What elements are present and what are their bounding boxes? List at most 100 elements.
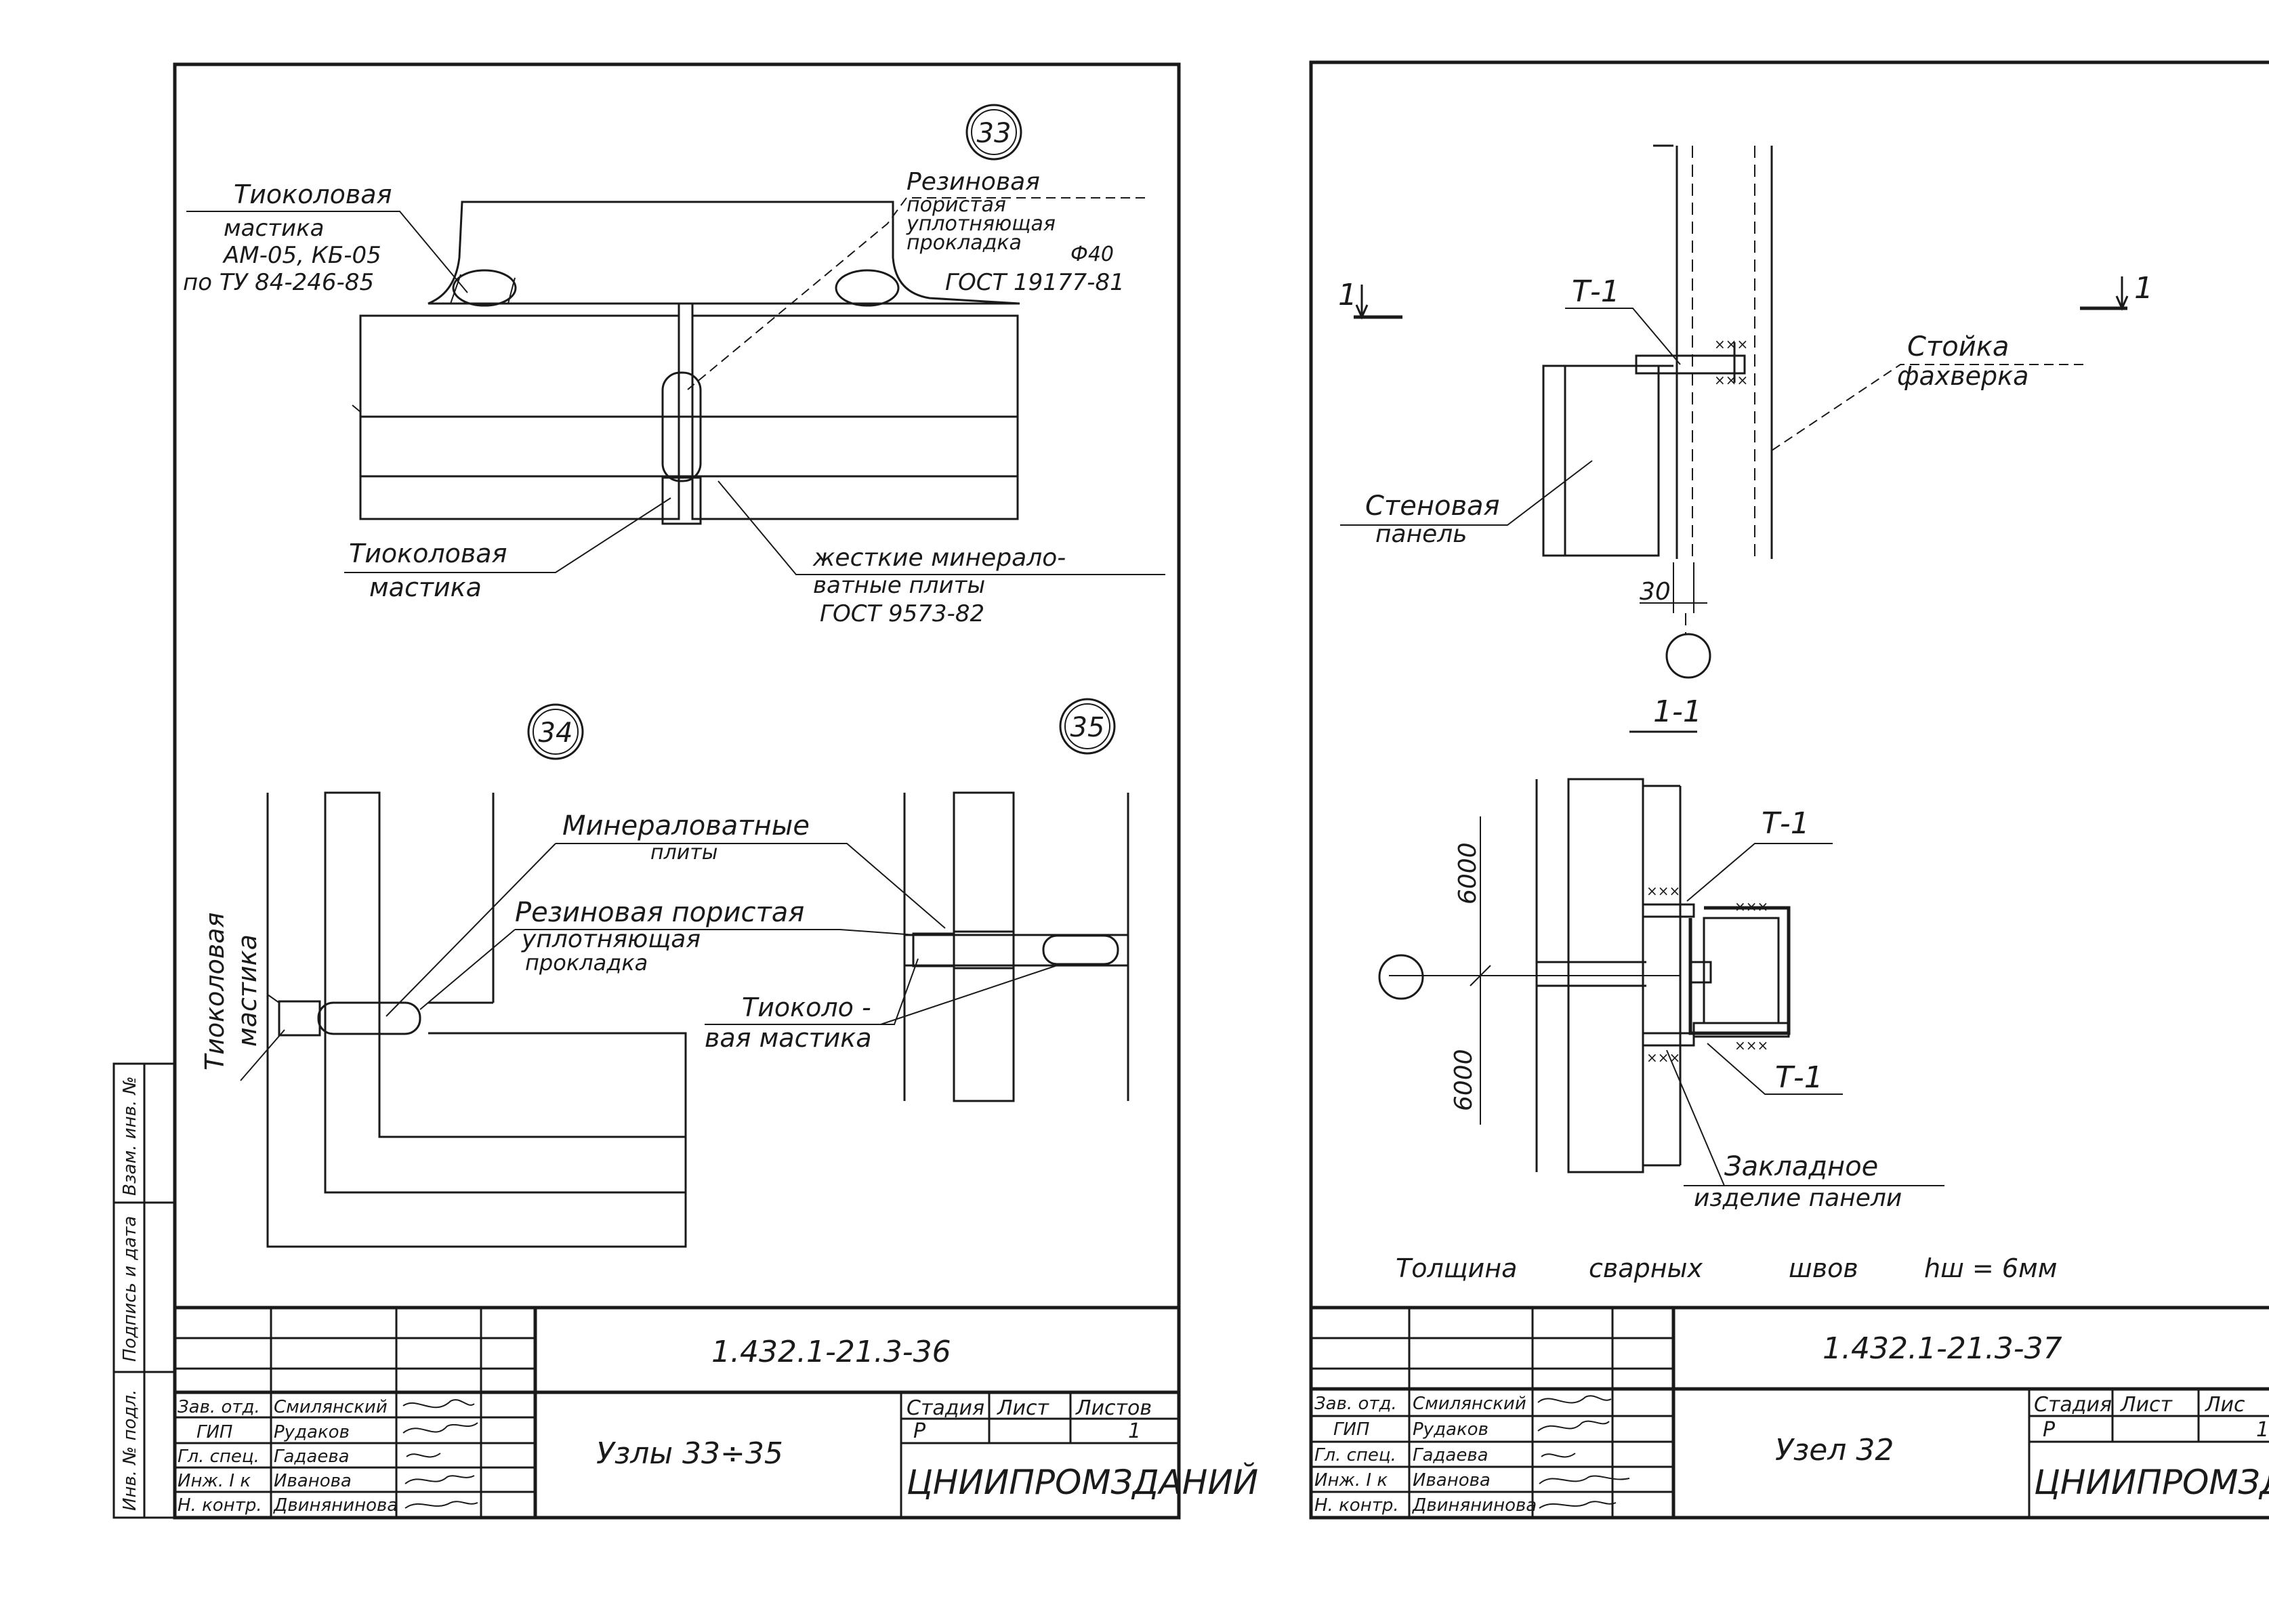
node-34-marker <box>527 703 584 760</box>
n33-thiokol-top-4: по ТУ 84-246-85 <box>183 269 374 296</box>
n33-rubber-5: Ф40 <box>1070 243 1114 266</box>
svg-text:×××: ××× <box>1714 336 1748 352</box>
n34-rubber-1: Резиновая пористая <box>515 897 804 928</box>
side-stamp: Инв. № подл. Подпись и дата Взам. инв. № <box>112 1062 176 1519</box>
node-34-number: 34 <box>539 717 573 749</box>
stamp-vzam-inv: Взам. инв. № <box>120 1076 140 1196</box>
right-sheets-value: 1 <box>2256 1418 2269 1442</box>
left-role-2: Гл. спец. <box>178 1446 259 1467</box>
left-name-4: Двинянинова <box>273 1495 398 1516</box>
left-signatures <box>402 1399 478 1509</box>
node-33: 33 Тиоколовая мастика АМ-05, КБ-05 по ТУ… <box>183 104 1165 627</box>
section-mark-left: 1 <box>1338 278 1357 312</box>
left-doc-code: 1.432.1-21.3-36 <box>711 1335 951 1369</box>
right-stage-value: Р <box>2043 1418 2056 1442</box>
n34-rubber-3: прокладка <box>525 950 648 976</box>
panel-label-1: Стеновая <box>1365 491 1500 522</box>
n35-thiokol-1: Тиоколо - <box>742 993 871 1022</box>
right-sheet-header: Лист <box>2120 1393 2173 1417</box>
right-sheet-frame <box>1309 60 2269 1520</box>
right-role-4: Н. контр. <box>1314 1495 1399 1516</box>
right-organization: ЦНИИПРОМЗДА <box>2034 1463 2269 1502</box>
n33-rubber-3: уплотняющая <box>906 212 1056 236</box>
n34-mineral-2: плиты <box>650 841 717 865</box>
stamp-inv-podl: Инв. № подл. <box>120 1390 140 1511</box>
post-label-2: фахверка <box>1897 361 2028 391</box>
svg-text:×××: ××× <box>1714 372 1748 388</box>
right-sheet: 1 1 ××× ××× Т-1 Стойка фахве <box>1309 60 2269 1520</box>
weld-note-4: hш = 6мм <box>1924 1253 2057 1283</box>
left-sheets-value: 1 <box>1128 1419 1141 1443</box>
embedded-label-2: изделие панели <box>1694 1184 1902 1212</box>
right-name-4: Двинянинова <box>1412 1495 1537 1516</box>
grid-axis-circle-section <box>1378 954 1424 1000</box>
section-title: 1-1 <box>1653 694 1702 729</box>
dim-30: 30 <box>1640 578 1671 606</box>
n34-thiokol-rotated-2: мастика <box>232 934 262 1047</box>
n35-thiokol-2: вая мастика <box>705 1023 872 1053</box>
node-33-number: 33 <box>977 118 1012 149</box>
left-name-1: Рудаков <box>274 1422 350 1442</box>
left-doc-title: Узлы 33÷35 <box>596 1436 783 1471</box>
right-doc-title: Узел 32 <box>1775 1433 1894 1467</box>
n33-mineral-2: ватные плиты <box>813 572 985 599</box>
weld-note-3: швов <box>1789 1253 1858 1283</box>
left-role-3: Инж. I к <box>178 1471 251 1491</box>
stamp-signature-date: Подпись и дата <box>120 1216 140 1362</box>
section-mark-right: 1 <box>2134 271 2153 306</box>
right-name-0: Смилянский <box>1413 1394 1526 1414</box>
n33-rubber-4: прокладка <box>907 231 1022 255</box>
title-block-left: 1.432.1-21.3-36 Узлы 33÷35 Стадия Лист Л… <box>175 1306 1258 1518</box>
left-name-2: Гадаева <box>274 1446 350 1467</box>
mastic-seal-right <box>835 269 900 307</box>
n33-mineral-3: ГОСТ 9573-82 <box>820 600 984 627</box>
svg-text:×××: ××× <box>1734 898 1768 915</box>
title-block-right: 1.432.1-21.3-37 Узел 32 Стадия Лист Лис … <box>1311 1306 2269 1518</box>
n33-thiokol-bottom-1: Тиоколовая <box>349 539 507 568</box>
left-role-0: Зав. отд. <box>178 1397 260 1417</box>
n34-mineral-1: Минераловатные <box>562 810 810 841</box>
svg-text:×××: ××× <box>1646 883 1680 899</box>
svg-text:×××: ××× <box>1734 1037 1768 1054</box>
node-35-marker <box>1059 698 1116 755</box>
node-35-number: 35 <box>1070 712 1105 743</box>
left-sheets-header: Листов <box>1075 1396 1152 1420</box>
node-33-marker <box>965 104 1022 161</box>
grid-axis-circle-top <box>1665 633 1711 679</box>
plan-t1-label: Т-1 <box>1572 274 1620 309</box>
right-role-0: Зав. отд. <box>1314 1394 1397 1414</box>
right-role-3: Инж. I к <box>1314 1470 1388 1491</box>
section-marks: 1 1 <box>1338 271 2153 320</box>
left-sheet-frame <box>173 62 1181 1520</box>
right-name-3: Иванова <box>1413 1470 1491 1491</box>
right-name-1: Рудаков <box>1413 1419 1489 1440</box>
left-name-3: Иванова <box>274 1471 352 1491</box>
right-signatures <box>1537 1395 1630 1509</box>
dim-6000-bottom: 6000 <box>1450 1049 1478 1111</box>
mastic-seal-left <box>452 269 517 307</box>
dim-6000-top: 6000 <box>1454 842 1482 904</box>
node-35: 35 Тиоколо - вая мастика <box>705 698 1129 1102</box>
n33-thiokol-top-2: мастика <box>224 215 324 242</box>
section-t1-top: Т-1 <box>1762 806 1810 841</box>
n33-thiokol-bottom-2: мастика <box>369 572 482 602</box>
left-role-1: ГИП <box>196 1422 233 1442</box>
right-role-1: ГИП <box>1333 1419 1370 1440</box>
left-stage-header: Стадия <box>907 1396 984 1420</box>
n33-rubber-2: пористая <box>907 193 1006 217</box>
left-sheet-header: Лист <box>997 1396 1050 1420</box>
n34-thiokol-rotated: Тиоколовая <box>200 913 230 1070</box>
weld-note-2: сварных <box>1589 1253 1703 1283</box>
n33-thiokol-top-3: АМ-05, КБ-05 <box>222 242 381 269</box>
embedded-label-1: Закладное <box>1724 1151 1878 1182</box>
right-sheets-header: Лис <box>2205 1393 2245 1417</box>
section-t1-bottom: Т-1 <box>1775 1060 1823 1095</box>
n33-thiokol-top-1: Тиоколовая <box>234 180 392 209</box>
node-32-plan: ××× ××× Т-1 Стойка фахверка Стеновая пан… <box>1340 144 2083 679</box>
left-role-4: Н. контр. <box>178 1495 262 1516</box>
right-stage-header: Стадия <box>2034 1393 2112 1417</box>
right-name-2: Гадаева <box>1413 1445 1489 1465</box>
n33-rubber-6: ГОСТ 19177-81 <box>945 269 1125 296</box>
right-doc-code: 1.432.1-21.3-37 <box>1823 1331 2062 1366</box>
